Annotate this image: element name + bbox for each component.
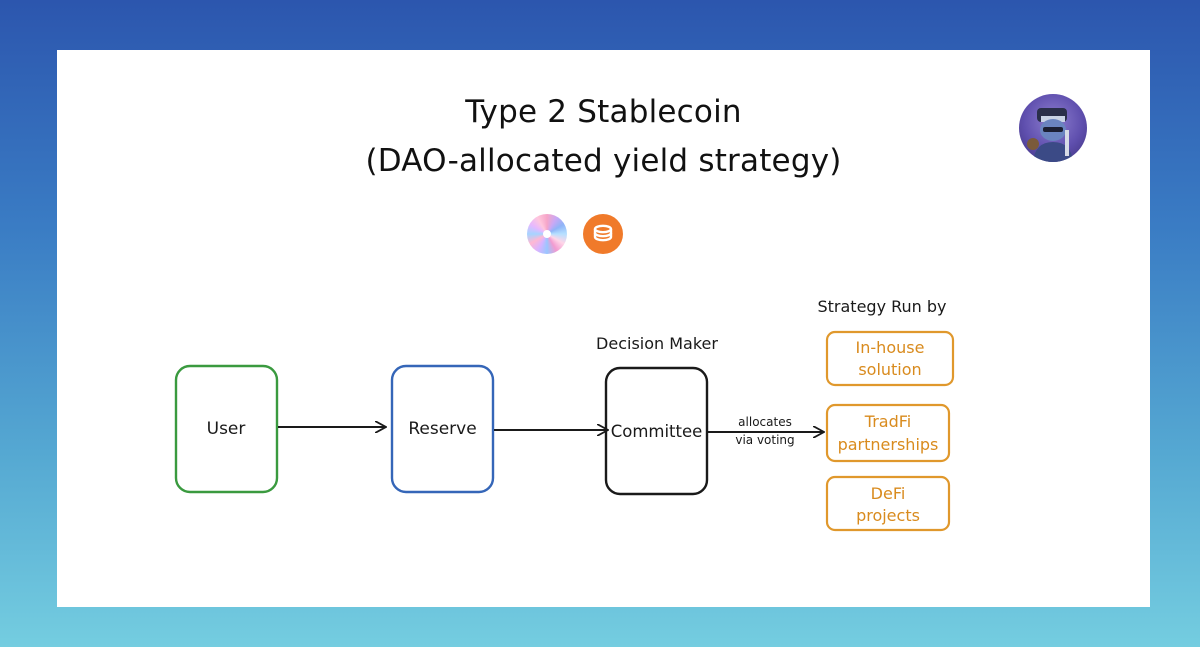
strategy-box-defi	[825, 475, 951, 532]
strategy-tradfi-line1: TradFi	[864, 412, 911, 431]
committee-node-label: Committee	[611, 422, 703, 441]
strategy-defi-line1: DeFi	[871, 484, 906, 503]
decision-maker-label: Decision Maker	[596, 334, 718, 353]
strategy-defi-line2: projects	[856, 506, 920, 525]
slide-subtitle: (DAO-allocated yield strategy)	[365, 143, 842, 179]
slide-card: Type 2 Stablecoin (DAO-allocated yield s…	[57, 50, 1150, 607]
pinwheel-logo-icon	[527, 214, 567, 254]
strategy-tradfi-line2: partnerships	[838, 435, 939, 454]
strategy-inhouse-line1: In-house	[856, 338, 925, 357]
edge-label-line2: via voting	[735, 433, 794, 447]
profile-avatar-icon	[1019, 94, 1087, 162]
reserve-node	[390, 364, 495, 494]
user-node-label: User	[207, 419, 246, 439]
flow-diagram: User Reserve Committee Decision Maker al…	[174, 297, 955, 532]
user-node	[174, 364, 279, 494]
slide-title: Type 2 Stablecoin	[465, 94, 742, 130]
strategy-box-tradfi	[825, 403, 951, 463]
coin-stack-logo-icon	[583, 214, 623, 254]
strategy-box-inhouse	[825, 330, 955, 387]
strategy-header: Strategy Run by	[817, 297, 946, 316]
reserve-node-label: Reserve	[408, 419, 476, 439]
edge-label-line1: allocates	[738, 415, 792, 429]
strategy-inhouse-line2: solution	[858, 360, 921, 379]
